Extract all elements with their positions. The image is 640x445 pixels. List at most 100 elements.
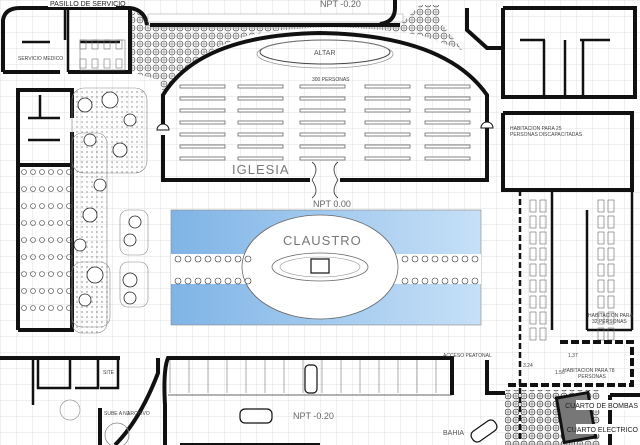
bed: [539, 279, 547, 293]
bed: [529, 279, 537, 293]
bench: [204, 277, 212, 285]
service-corridor-label-bg: [48, 0, 116, 7]
bay-label: BAHIA: [443, 430, 464, 437]
pew: [237, 96, 284, 101]
pew: [364, 156, 411, 161]
bed: [607, 247, 615, 261]
pew: [299, 120, 346, 125]
bench: [174, 277, 182, 285]
bed: [539, 311, 547, 325]
pew: [364, 84, 411, 89]
pew: [237, 84, 284, 89]
seat: [30, 288, 36, 294]
seat: [66, 271, 72, 277]
seat: [39, 305, 45, 311]
bed: [597, 279, 605, 293]
bench: [234, 277, 242, 285]
seat: [30, 237, 36, 243]
bed: [607, 199, 615, 213]
pew: [179, 132, 226, 137]
church-door-left[interactable]: [156, 123, 170, 131]
church-capacity-label: 300 PERSONAS: [312, 77, 350, 83]
pew: [179, 144, 226, 149]
seat: [39, 271, 45, 277]
seat: [57, 169, 63, 175]
tree: [93, 178, 107, 192]
bed: [597, 311, 605, 325]
seat: [57, 254, 63, 260]
seat: [21, 220, 27, 226]
pew: [237, 144, 284, 149]
npt-bottom-label: NPT -0.20: [293, 411, 334, 421]
seat: [66, 305, 72, 311]
fountain-sculpture-icon: [310, 258, 330, 274]
pump-room-label: CUARTO DE BOMBAS: [565, 403, 638, 410]
bed: [539, 215, 547, 229]
bed: [597, 247, 605, 261]
seat: [66, 220, 72, 226]
bed: [529, 215, 537, 229]
church-main-door[interactable]: [311, 161, 339, 199]
bench: [224, 255, 232, 263]
tree: [123, 291, 137, 305]
bench: [471, 255, 479, 263]
bed: [539, 263, 547, 277]
bench: [461, 255, 469, 263]
top-curved-wall: [379, 0, 397, 26]
seat: [21, 288, 27, 294]
bench: [204, 255, 212, 263]
pew: [364, 132, 411, 137]
seat: [39, 288, 45, 294]
pew: [424, 108, 471, 113]
bench: [184, 255, 192, 263]
bed: [607, 215, 615, 229]
pew: [364, 96, 411, 101]
office-block: SITE SUBE A N1 ARCHIVO: [0, 356, 160, 445]
bed: [607, 295, 615, 309]
seat: [66, 203, 72, 209]
bed: [607, 263, 615, 277]
bench: [411, 255, 419, 263]
pew: [179, 120, 226, 125]
seat: [30, 305, 36, 311]
seat: [66, 237, 72, 243]
seat: [21, 186, 27, 192]
seat: [66, 254, 72, 260]
bench: [214, 277, 222, 285]
seat: [39, 203, 45, 209]
bed: [597, 215, 605, 229]
bed: [539, 327, 547, 341]
meeting-table-icon: [59, 399, 81, 421]
room-32-label-line2: 32 PERSONAS: [592, 319, 627, 325]
stairs-up-label: SUBE A N1: [104, 411, 130, 417]
seat: [57, 237, 63, 243]
bench: [224, 277, 232, 285]
bench: [194, 277, 202, 285]
seat: [30, 203, 36, 209]
tree: [78, 293, 92, 307]
seat: [48, 237, 54, 243]
bench: [441, 255, 449, 263]
room-25-label-line1: HABITACION PARA 25: [510, 126, 562, 132]
pew: [179, 108, 226, 113]
bed: [539, 231, 547, 245]
seat: [48, 254, 54, 260]
bench: [421, 277, 429, 285]
bed: [597, 295, 605, 309]
tree: [123, 233, 137, 247]
car-icon: [470, 419, 498, 443]
seat: [48, 288, 54, 294]
bed: [529, 231, 537, 245]
seat: [48, 305, 54, 311]
car-icon: [239, 408, 273, 424]
garden-planting-top: [132, 5, 462, 95]
medical-service-label: SERVICIO MEDICO: [18, 56, 63, 62]
tree: [77, 97, 93, 113]
seat: [39, 186, 45, 192]
church-door-right[interactable]: [480, 121, 494, 129]
room-32-label-line1: HABITACION PARA: [588, 313, 633, 319]
bench: [431, 277, 439, 285]
seat: [57, 305, 63, 311]
seat: [48, 169, 54, 175]
